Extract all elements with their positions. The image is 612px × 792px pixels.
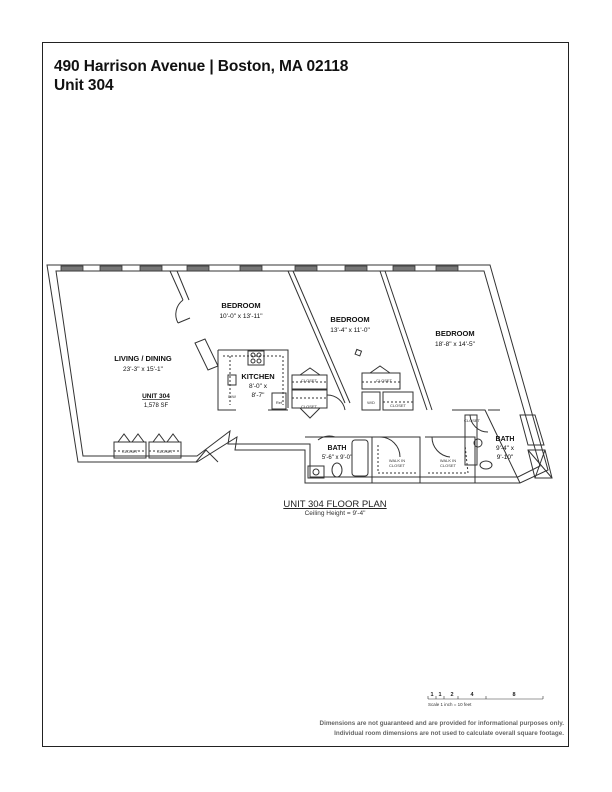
closet-label: CLOSET <box>157 449 174 454</box>
bath2-dims-2: 9'-10" <box>497 454 514 461</box>
windows <box>60 265 459 272</box>
address-line: 490 Harrison Avenue | Boston, MA 02118 <box>54 58 349 75</box>
kitchen-label: KITCHEN <box>241 372 274 381</box>
floor-plan-title: UNIT 304 FLOOR PLAN <box>283 499 387 510</box>
kitchen-dims-2: 8'-7" <box>252 392 266 399</box>
scale-tick: 8 <box>512 692 515 698</box>
page-title: 490 Harrison Avenue | Boston, MA 02118 U… <box>54 57 348 95</box>
bath1-dims: 5'-6" x 9'-0" <box>322 455 352 461</box>
scale-tick: 1 <box>430 692 433 698</box>
living-label: LIVING / DINING <box>114 354 172 363</box>
bath2-dims-1: 9'-4" x <box>496 445 515 452</box>
refrigerator-label: Ref <box>276 400 283 405</box>
outer-wall <box>46 264 549 484</box>
closet-label: CLOSET <box>376 378 393 383</box>
closet-label: CLOSET <box>301 378 318 383</box>
closet-label: CLOSET <box>301 404 318 409</box>
scale-tick: 2 <box>450 692 453 698</box>
page-frame <box>42 42 569 747</box>
ceiling-height: Ceiling Height = 9'-4" <box>304 510 366 517</box>
tub1 <box>351 439 369 477</box>
wall-bedroom2-bedroom3 <box>379 270 433 411</box>
bedroom1-dims: 10'-0" x 13'-11" <box>219 313 263 320</box>
unit-number-label: UNIT 304 <box>142 393 170 400</box>
scale-tick: 1 <box>438 692 441 698</box>
walk-in-closet-label: WALK IN <box>440 458 456 463</box>
dishwasher-label: D/W <box>228 394 236 399</box>
bedroom1-label: BEDROOM <box>221 301 260 310</box>
bedroom3-dims: 18'-8" x 14'-5" <box>435 341 476 348</box>
bath2-label: BATH <box>496 436 515 443</box>
closet-label: CLOSET <box>122 449 139 454</box>
fridge <box>271 392 287 410</box>
disclaimer-line-1: Dimensions are not guaranteed and are pr… <box>319 720 564 727</box>
closet-label: CLOSET <box>464 418 481 423</box>
kitchen-dims-1: 8'-0" x <box>249 383 268 390</box>
scale-caption: Scale 1 inch = 10 feet <box>428 702 472 707</box>
walk-in-closet-label: CLOSET <box>440 463 457 468</box>
range <box>247 350 265 366</box>
disclaimer: Dimensions are not guaranteed and are pr… <box>320 719 564 738</box>
scale-tick: 4 <box>470 692 474 698</box>
unit-line: Unit 304 <box>54 77 114 94</box>
living-dims: 23'-3" x 15'-1" <box>123 366 164 373</box>
bath1-label: BATH <box>328 445 347 452</box>
bedroom2-dims: 13'-4" x 11'-0" <box>330 327 370 334</box>
closet-label: CLOSET <box>390 403 407 408</box>
bedroom3-label: BEDROOM <box>435 329 474 338</box>
scale-bar <box>427 696 544 700</box>
walk-in-closet-label: WALK IN <box>389 458 405 463</box>
wall-bedroom1-bedroom2 <box>287 270 351 404</box>
disclaimer-line-2: Individual room dimensions are not used … <box>334 729 564 737</box>
kitchen-walls <box>217 349 289 411</box>
wall-living-bedroom1 <box>169 270 190 301</box>
washer-dryer-label: W/D <box>367 400 375 405</box>
bath2-walls <box>452 409 521 484</box>
sink <box>227 374 237 386</box>
bedroom2-label: BEDROOM <box>330 315 369 324</box>
walk-in-closet-label: CLOSET <box>389 463 406 468</box>
unit-area-label: 1,578 SF <box>144 403 169 409</box>
